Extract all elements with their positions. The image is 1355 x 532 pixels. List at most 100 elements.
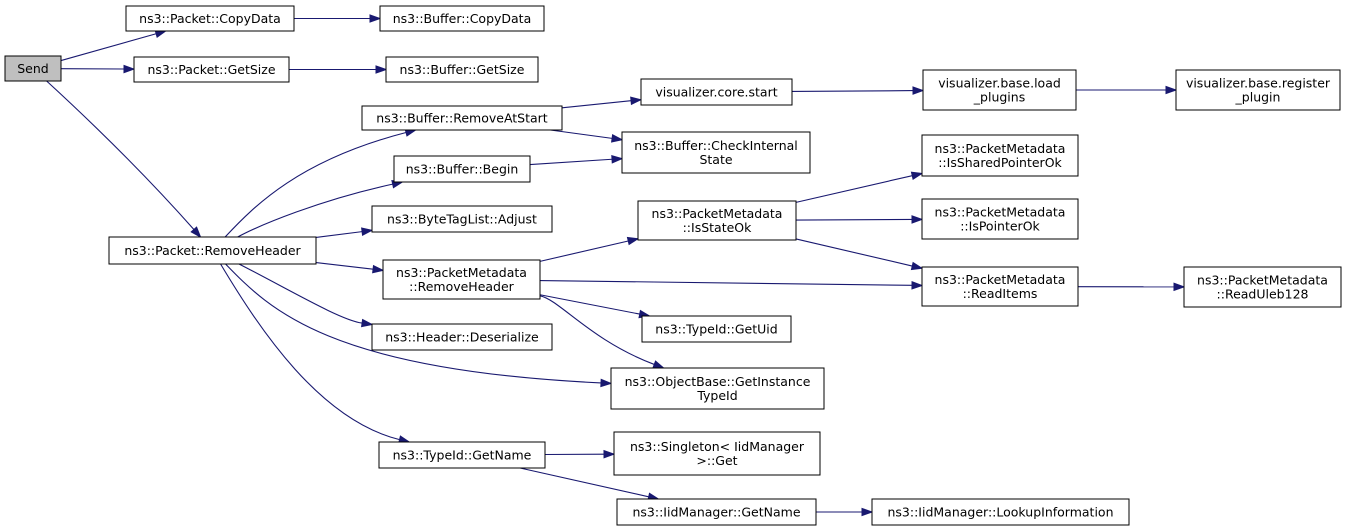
node-box [921, 266, 1079, 307]
edge-pm_removeheader-to-pm_readitems [539, 279, 913, 286]
edge-pm_isstateok-to-pm_ispointerok [795, 218, 913, 221]
edge-send-to-packet_copydata [60, 33, 157, 62]
node-label: ns3::Singleton< IidManager [630, 439, 805, 454]
node-box [371, 205, 553, 233]
node-vis_base_register[interactable]: visualizer.base.register_plugin [1175, 69, 1341, 111]
edge-packet_removeheader-to-bytetaglist_adjust [315, 231, 363, 238]
node-iidmanager_getname[interactable]: ns3::IidManager::GetName [616, 498, 817, 526]
arrowhead-pm_isstateok-to-pm_issharedpointerok [910, 171, 924, 180]
edge-packet_removeheader-to-pm_removeheader [315, 262, 374, 270]
node-label: ns3::IidManager::LookupInformation [887, 505, 1113, 520]
arrowhead-packet_copydata-to-buffer_copydata [369, 14, 382, 23]
arrowhead-pm_readitems-to-pm_readuleb128 [1173, 282, 1186, 292]
node-pm_readitems[interactable]: ns3::PacketMetadata::ReadItems [921, 266, 1079, 307]
node-label: ns3::Buffer::Begin [406, 162, 519, 177]
arrowhead-packet_removeheader-to-bytetaglist_adjust [361, 227, 374, 236]
node-label: ns3::Buffer::RemoveAtStart [376, 111, 548, 126]
node-box [385, 56, 539, 83]
node-bytetaglist_adjust[interactable]: ns3::ByteTagList::Adjust [371, 205, 553, 233]
edge-pm_isstateok-to-pm_readitems [795, 238, 913, 267]
node-label: ns3::PacketMetadata [935, 141, 1066, 156]
arrowhead-buffer_begin-to-buffer_checkinternal [611, 154, 624, 164]
node-label: _plugins [973, 90, 1025, 105]
arrowhead-buffer_removeatstart-to-buffer_checkinternal [611, 134, 624, 143]
node-box [613, 431, 821, 476]
node-label: ns3::Buffer::CheckInternal [634, 138, 798, 153]
node-label: ns3::ObjectBase::GetInstance [625, 374, 811, 389]
node-packet_getsize[interactable]: ns3::Packet::GetSize [133, 56, 290, 83]
node-typeid_getname[interactable]: ns3::TypeId::GetName [378, 441, 546, 469]
node-pm_issharedpointerok[interactable]: ns3::PacketMetadata::IsSharedPointerOk [921, 134, 1079, 177]
node-typeid_getuid[interactable]: ns3::TypeId::GetUid [641, 315, 792, 343]
node-pm_readuleb128[interactable]: ns3::PacketMetadata::ReadUleb128 [1183, 266, 1342, 308]
node-label: ::IsStateOk [683, 220, 753, 235]
edge-vis_core_start-to-vis_base_load [791, 90, 914, 93]
node-box [921, 198, 1079, 240]
edge-packet_removeheader-to-typeid_getname [220, 263, 400, 441]
edge-packet_removeheader-to-header_deserialize [238, 263, 363, 324]
node-iidmanager_lookup[interactable]: ns3::IidManager::LookupInformation [871, 498, 1130, 526]
node-box [378, 441, 546, 469]
node-box [616, 498, 817, 526]
edge-packet_removeheader-to-buffer_removeatstart [224, 131, 407, 238]
arrowhead-typeid_getname-to-singleton_get [603, 449, 616, 459]
node-layer: Send ns3::Packet::CopyData ns3::Buffer::Co… [4, 5, 1342, 526]
node-label: ns3::PacketMetadata [935, 205, 1066, 220]
node-label: ns3::Packet::GetSize [147, 62, 275, 77]
node-label: visualizer.base.register [1186, 76, 1331, 91]
edge-buffer_removeatstart-to-buffer_checkinternal [550, 129, 613, 139]
node-box [361, 105, 563, 131]
node-label: Send [17, 61, 48, 76]
node-label: ns3::PacketMetadata [1197, 273, 1328, 288]
edge-pm_removeheader-to-pm_isstateok [539, 240, 629, 262]
node-label: _plugin [1235, 90, 1281, 105]
arrowhead-packet_getsize-to-buffer_getsize [375, 65, 388, 74]
node-pm_ispointerok[interactable]: ns3::PacketMetadata::IsPointerOk [921, 198, 1079, 240]
node-pm_removeheader[interactable]: ns3::PacketMetadata::RemoveHeader [382, 259, 541, 300]
node-label: visualizer.core.start [655, 85, 777, 100]
node-label: ::RemoveHeader [409, 279, 515, 294]
edge-buffer_removeatstart-to-vis_core_start [561, 100, 632, 109]
node-label: ns3::PacketMetadata [396, 265, 527, 280]
arrowhead-pm_removeheader-to-objectbase_getinstancetypeid [652, 360, 665, 369]
node-label: ns3::Packet::RemoveHeader [124, 243, 301, 258]
node-label: ::IsPointerOk [960, 219, 1040, 234]
node-label: State [699, 152, 732, 167]
node-send[interactable]: Send [4, 55, 62, 82]
node-buffer_removeatstart[interactable]: ns3::Buffer::RemoveAtStart [361, 105, 563, 131]
arrowhead-vis_core_start-to-vis_base_load [912, 86, 925, 95]
node-vis_base_load[interactable]: visualizer.base.load_plugins [922, 69, 1077, 111]
node-pm_isstateok[interactable]: ns3::PacketMetadata::IsStateOk [637, 200, 797, 241]
arrowhead-send-to-packet_removeheader [190, 226, 202, 239]
edge-typeid_getname-to-iidmanager_getname [519, 467, 649, 498]
node-box [379, 5, 545, 32]
edge-pm_removeheader-to-objectbase_getinstancetypeid [539, 295, 655, 365]
node-box [393, 155, 531, 183]
node-box [871, 498, 1130, 526]
arrowhead-vis_base_load-to-vis_base_register [1165, 85, 1178, 95]
node-box [108, 236, 317, 265]
node-singleton_get[interactable]: ns3::Singleton< IidManager >::Get [613, 431, 821, 476]
node-box [371, 323, 553, 351]
node-buffer_getsize[interactable]: ns3::Buffer::GetSize [385, 56, 539, 83]
node-box [640, 78, 793, 106]
arrowhead-packet_removeheader-to-pm_removeheader [372, 264, 385, 274]
node-vis_core_start[interactable]: visualizer.core.start [640, 78, 793, 106]
node-buffer_begin[interactable]: ns3::Buffer::Begin [393, 155, 531, 183]
node-packet_removeheader[interactable]: ns3::Packet::RemoveHeader [108, 236, 317, 265]
node-header_deserialize[interactable]: ns3::Header::Deserialize [371, 323, 553, 351]
node-box [610, 367, 825, 410]
node-box [133, 56, 290, 83]
arrowhead-buffer_removeatstart-to-vis_core_start [630, 96, 643, 106]
node-packet_copydata[interactable]: ns3::Packet::CopyData [125, 5, 295, 32]
node-label: visualizer.base.load [938, 76, 1061, 91]
arrowhead-packet_removeheader-to-header_deserialize [361, 318, 374, 328]
node-label: ns3::TypeId::GetUid [655, 322, 777, 337]
node-buffer_copydata[interactable]: ns3::Buffer::CopyData [379, 5, 545, 32]
node-box [1175, 69, 1341, 111]
arrowhead-iidmanager_getname-to-iidmanager_lookup [861, 507, 874, 517]
node-box [4, 55, 62, 82]
arrowhead-pm_removeheader-to-pm_readitems [911, 281, 924, 290]
